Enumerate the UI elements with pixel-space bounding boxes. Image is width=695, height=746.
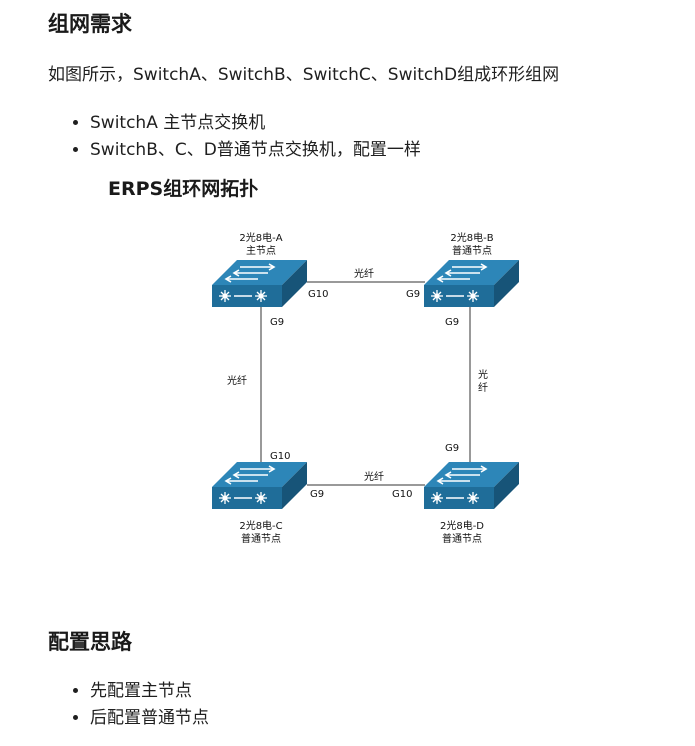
list-item: 后配置普通节点	[90, 705, 209, 732]
switch-d-name: 2光8电-D	[440, 519, 484, 532]
link-right-label-2: 纤	[478, 381, 488, 394]
switch-c-name: 2光8电-C	[239, 519, 282, 532]
switch-b-role: 普通节点	[452, 244, 492, 257]
list-item: 先配置主节点	[90, 678, 209, 705]
section-heading-requirements: 组网需求	[48, 12, 132, 36]
link-left-label: 光纤	[227, 374, 247, 387]
section-heading-approach: 配置思路	[48, 630, 132, 654]
port-b-g9-bottom: G9	[445, 317, 459, 328]
switch-a-name: 2光8电-A	[239, 231, 282, 244]
port-d-g10: G10	[392, 489, 412, 500]
switch-d-icon	[423, 461, 520, 510]
intro-paragraph: 如图所示，SwitchA、SwitchB、SwitchC、SwitchD组成环形…	[48, 65, 560, 85]
switch-a-icon	[211, 259, 308, 308]
switch-c-role: 普通节点	[241, 532, 281, 545]
switch-c-icon	[211, 461, 308, 510]
switch-d-role: 普通节点	[442, 532, 482, 545]
port-c-g9: G9	[310, 489, 324, 500]
port-c-g10: G10	[270, 451, 290, 462]
port-d-g9-top: G9	[445, 443, 459, 454]
switch-a-role: 主节点	[246, 245, 276, 257]
switch-b-icon	[423, 259, 520, 308]
link-top-label: 光纤	[354, 267, 374, 280]
link-bottom-label: 光纤	[364, 470, 384, 483]
port-a-g9: G9	[270, 317, 284, 328]
approach-list: 先配置主节点 后配置普通节点	[70, 678, 209, 732]
link-right-label-1: 光	[478, 368, 488, 381]
diagram-title: ERPS组环网拓扑	[108, 178, 259, 200]
port-a-g10: G10	[308, 289, 328, 300]
list-item: SwitchB、C、D普通节点交换机，配置一样	[90, 137, 421, 164]
switch-b-name: 2光8电-B	[450, 231, 493, 244]
requirements-list: SwitchA 主节点交换机 SwitchB、C、D普通节点交换机，配置一样	[70, 110, 421, 164]
list-item: SwitchA 主节点交换机	[90, 110, 421, 137]
port-b-g9: G9	[406, 289, 420, 300]
